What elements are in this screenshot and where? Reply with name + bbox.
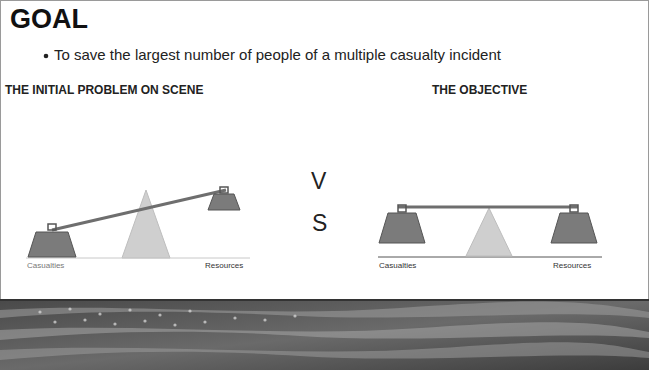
bullet-dot bbox=[44, 54, 49, 59]
resources-weight bbox=[551, 213, 597, 243]
casualties-weight bbox=[28, 232, 76, 257]
ground-line bbox=[378, 257, 602, 258]
section-heading: THE OBJECTIVE bbox=[432, 84, 527, 98]
flag-band bbox=[0, 299, 649, 370]
seesaw-beam bbox=[398, 206, 578, 209]
weight-label: Casualties bbox=[27, 261, 64, 270]
weight-hook bbox=[398, 205, 406, 212]
versus-letter: V bbox=[311, 168, 326, 194]
bullet-text: To save the largest number of people of … bbox=[54, 46, 501, 63]
ground-line bbox=[26, 258, 250, 259]
fulcrum-triangle bbox=[122, 190, 170, 258]
weight-label: Casualties bbox=[379, 261, 416, 270]
casualties-weight bbox=[379, 213, 425, 243]
weight-label: Resources bbox=[553, 261, 591, 270]
versus-letter: S bbox=[312, 210, 327, 236]
seesaw-beam bbox=[52, 190, 226, 230]
weight-label: Resources bbox=[205, 261, 243, 270]
weight-hook bbox=[48, 224, 56, 230]
unbalanced-seesaw bbox=[26, 187, 250, 258]
slide-title: GOAL bbox=[10, 4, 88, 35]
weight-hook bbox=[220, 187, 228, 193]
section-heading: THE INITIAL PROBLEM ON SCENE bbox=[5, 84, 203, 98]
weight-hook bbox=[570, 205, 578, 212]
resources-weight bbox=[208, 194, 240, 210]
fulcrum-triangle bbox=[466, 208, 512, 256]
balanced-seesaw bbox=[378, 205, 602, 257]
